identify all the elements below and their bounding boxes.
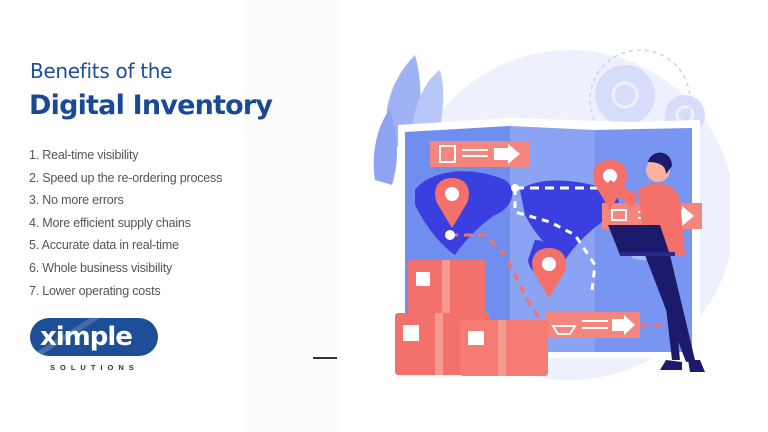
list-item: 1. Real-time visibility xyxy=(29,148,139,162)
title-line-1: Benefits of the xyxy=(30,59,173,83)
text-panel: Benefits of the Digital Inventory 1. Rea… xyxy=(0,0,340,432)
list-item: 2. Speed up the re-ordering process xyxy=(29,170,223,185)
list-item: 5. Accurate data in real-time xyxy=(29,238,179,253)
title-line-2: Digital Inventory xyxy=(29,90,273,121)
list-item: 3. No more errors xyxy=(29,193,124,208)
inventory-illustration xyxy=(370,40,735,390)
ximple-logo: ximple SOLUTIONS xyxy=(30,318,158,372)
list-item: 6. Whole business visibility xyxy=(29,260,173,275)
logo-pill: ximple xyxy=(30,318,158,356)
logo-swoosh-icon xyxy=(30,318,100,356)
benefits-list: 1. Real-time visibility 2. Speed up the … xyxy=(29,146,222,304)
logo-tagline: SOLUTIONS xyxy=(50,363,139,372)
list-item: 7. Lower operating costs xyxy=(29,283,161,298)
map-scene-icon xyxy=(373,49,735,380)
background-shade xyxy=(243,0,338,432)
divider-dash xyxy=(313,357,337,359)
logo-wordmark: ximple xyxy=(40,322,133,352)
list-item: 4. More efficient supply chains xyxy=(29,215,191,230)
